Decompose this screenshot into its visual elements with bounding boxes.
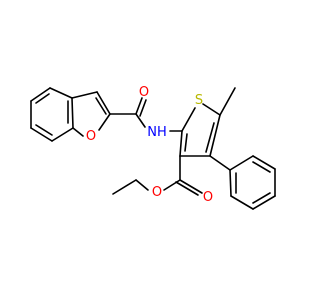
bond-inner — [252, 161, 271, 173]
bond — [179, 130, 183, 157]
ester-carbonyl-oxygen-label: O — [203, 190, 213, 205]
bond — [230, 195, 254, 210]
bond — [229, 155, 254, 171]
bond — [219, 87, 236, 116]
nh-label: NH — [147, 125, 167, 140]
molecule-drawing: O O NH S O O — [30, 85, 276, 210]
bond — [135, 179, 149, 191]
bond — [252, 155, 276, 170]
ring-oxygen-label: O — [86, 129, 96, 144]
bond-inner — [35, 124, 53, 136]
sulfur-label: S — [195, 93, 203, 108]
bond — [51, 127, 74, 142]
bond — [96, 91, 111, 115]
bond-inner — [252, 192, 271, 204]
bond — [229, 169, 232, 197]
bond — [49, 87, 73, 99]
bond-inner — [95, 97, 107, 115]
bond — [71, 97, 74, 129]
bond — [252, 195, 276, 210]
bond — [30, 127, 53, 142]
bond — [71, 91, 98, 99]
bond — [209, 114, 221, 157]
bond — [175, 181, 199, 196]
atom-labels: O O NH S O O — [86, 85, 213, 205]
bond — [98, 113, 111, 131]
bond — [163, 179, 181, 191]
bond — [135, 97, 143, 115]
bond — [181, 107, 196, 132]
bond — [202, 103, 221, 116]
bond — [72, 127, 84, 137]
bond — [112, 179, 137, 195]
bond-inner — [184, 133, 188, 152]
bond-inner — [35, 93, 50, 104]
bond-lines — [30, 87, 276, 210]
bond — [135, 113, 146, 128]
bond — [179, 179, 203, 194]
amide-oxygen-label: O — [139, 85, 149, 100]
bond — [139, 99, 147, 117]
ester-oxygen-label: O — [152, 185, 162, 200]
structure-svg: O O NH S O O — [30, 85, 276, 210]
bond-inner — [205, 122, 215, 153]
bond — [209, 155, 231, 171]
bond — [30, 87, 51, 102]
